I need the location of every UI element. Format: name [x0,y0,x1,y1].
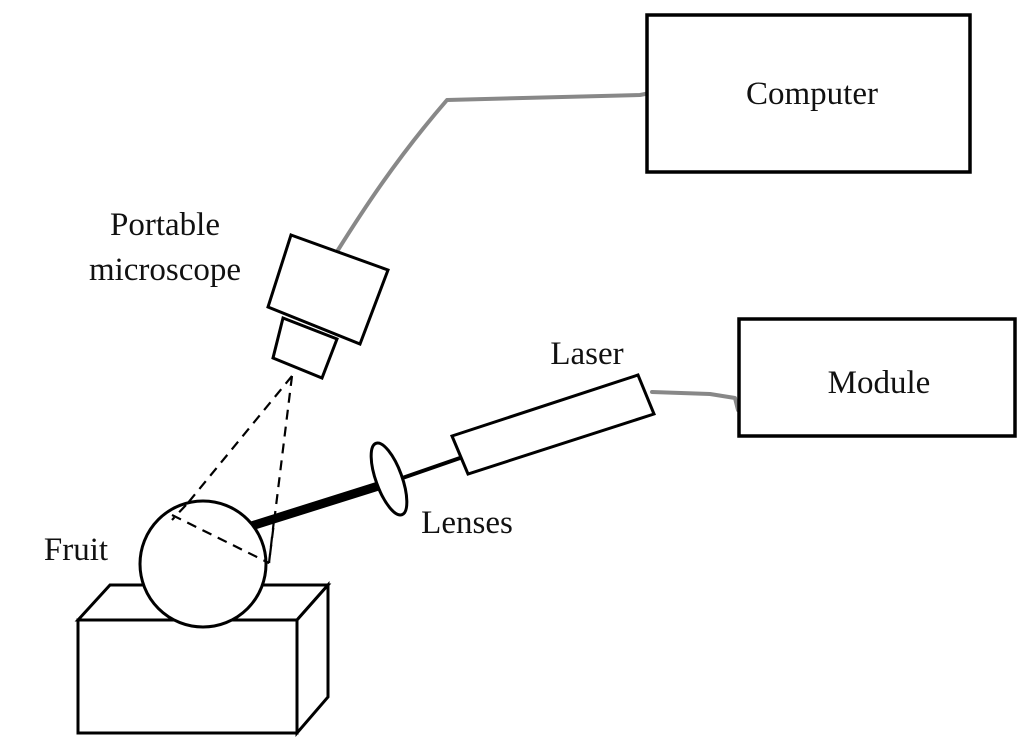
view-line-right [267,375,294,564]
laser-cable [650,390,740,412]
view-line-left [177,375,293,516]
microscope-label-line1: Portable [110,207,220,243]
microscope-label-line2: microscope [89,252,241,288]
view-line-right-on-fruit [267,519,276,564]
microscope-cable [336,91,652,252]
laser-label: Laser [550,336,623,372]
lenses-label: Lenses [421,505,513,541]
laser-beam-thick [243,478,390,533]
stand-front-face [76,618,299,735]
module-box [737,317,1017,438]
microscope-objective [271,315,339,380]
computer-box [645,13,972,174]
view-line-across-on-fruit [171,514,270,564]
fruit [138,499,268,629]
laser-device [449,373,657,476]
module-label: Module [828,365,931,401]
computer-label: Computer [746,76,878,112]
fruit-label: Fruit [44,532,108,568]
lens [369,441,409,517]
view-line-left-tip [171,504,187,521]
microscope-body [266,233,390,346]
